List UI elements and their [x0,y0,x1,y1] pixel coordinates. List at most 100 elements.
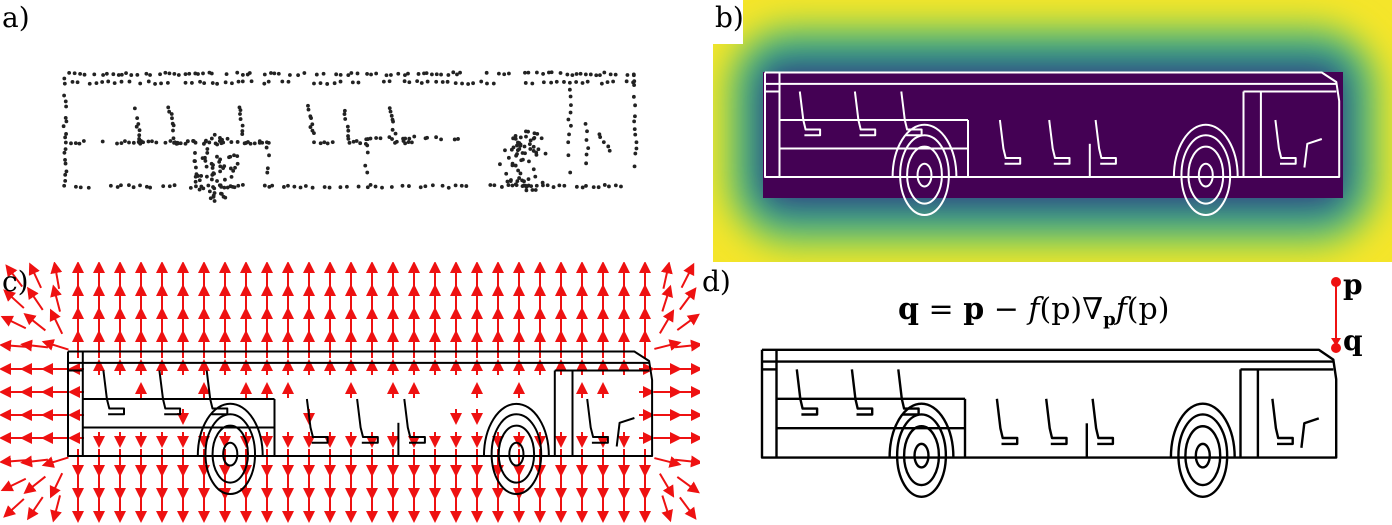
point [267,153,271,158]
point [508,179,513,183]
point [119,141,124,146]
point [521,157,525,162]
point [63,147,68,151]
point [596,185,601,190]
point [346,128,351,133]
seat-rear-1 [798,91,822,137]
point [288,73,292,77]
seat-rear-1 [795,369,819,416]
point [347,140,352,145]
panel-a-label: a) [2,1,30,34]
point [488,183,493,187]
point [346,136,351,141]
point [496,71,501,76]
point [520,178,525,183]
point [541,72,545,76]
front-wheel-arch [482,402,550,457]
panel-d-label: d) [702,265,731,298]
gradient-arrow [23,475,47,494]
gradient-arrow [20,455,49,468]
point [230,81,234,86]
seat-mid-3 [403,398,426,444]
point [146,139,151,144]
point [224,72,229,77]
seat-mid-1 [305,398,329,444]
point [178,141,183,146]
point [63,99,68,104]
point [321,71,326,76]
point [523,70,527,75]
point [204,138,208,143]
point [64,132,68,136]
field-bus-outline [67,350,654,496]
point [194,165,198,170]
point [466,82,471,86]
point [584,184,588,188]
gradient-arrow [41,339,69,351]
point [211,194,216,199]
point [124,71,128,76]
point [228,184,233,189]
point [547,70,551,75]
front-wheel [1177,413,1229,498]
point [520,184,525,188]
point [63,140,68,145]
gradient-arrow [20,339,49,352]
point [236,183,241,188]
point [309,116,313,120]
gradient-arrow [27,496,44,521]
front-wheel-hub [1194,442,1211,469]
point [161,184,166,189]
point [453,183,458,188]
proj-bus-outline [760,348,1338,498]
point [479,79,484,84]
gradient-arrow [661,495,673,523]
point [549,70,554,75]
point [172,140,176,145]
seat-mid-2 [1048,119,1071,165]
point [566,153,571,158]
point [77,141,82,146]
point [524,134,528,139]
point [381,79,386,84]
point [524,188,529,193]
point [78,185,83,190]
point [62,76,67,81]
point [365,170,370,175]
point [209,177,214,182]
point [634,146,639,151]
point [332,81,337,86]
point [540,180,545,185]
point [238,112,242,116]
point [491,81,496,86]
sdf-heatmap [713,0,1392,262]
point [611,79,616,84]
projection-arrow-head [1331,338,1341,346]
point [434,135,438,140]
point [633,103,637,108]
point [345,124,350,129]
gradient-arrow [679,496,697,520]
point [567,132,571,137]
point [101,73,106,77]
point [240,183,245,187]
point [206,183,211,188]
point [393,140,397,145]
point [223,177,227,182]
point [429,72,434,77]
point [543,151,548,156]
point [240,129,245,133]
point [602,183,607,187]
gradient-arrow [3,289,25,309]
point [119,72,124,77]
point [127,79,132,84]
point [205,151,210,155]
point [517,176,522,180]
point [312,81,316,86]
point [306,107,311,112]
point [583,121,588,126]
point [188,185,193,190]
point [632,164,637,169]
point [356,184,361,189]
point [632,127,637,132]
